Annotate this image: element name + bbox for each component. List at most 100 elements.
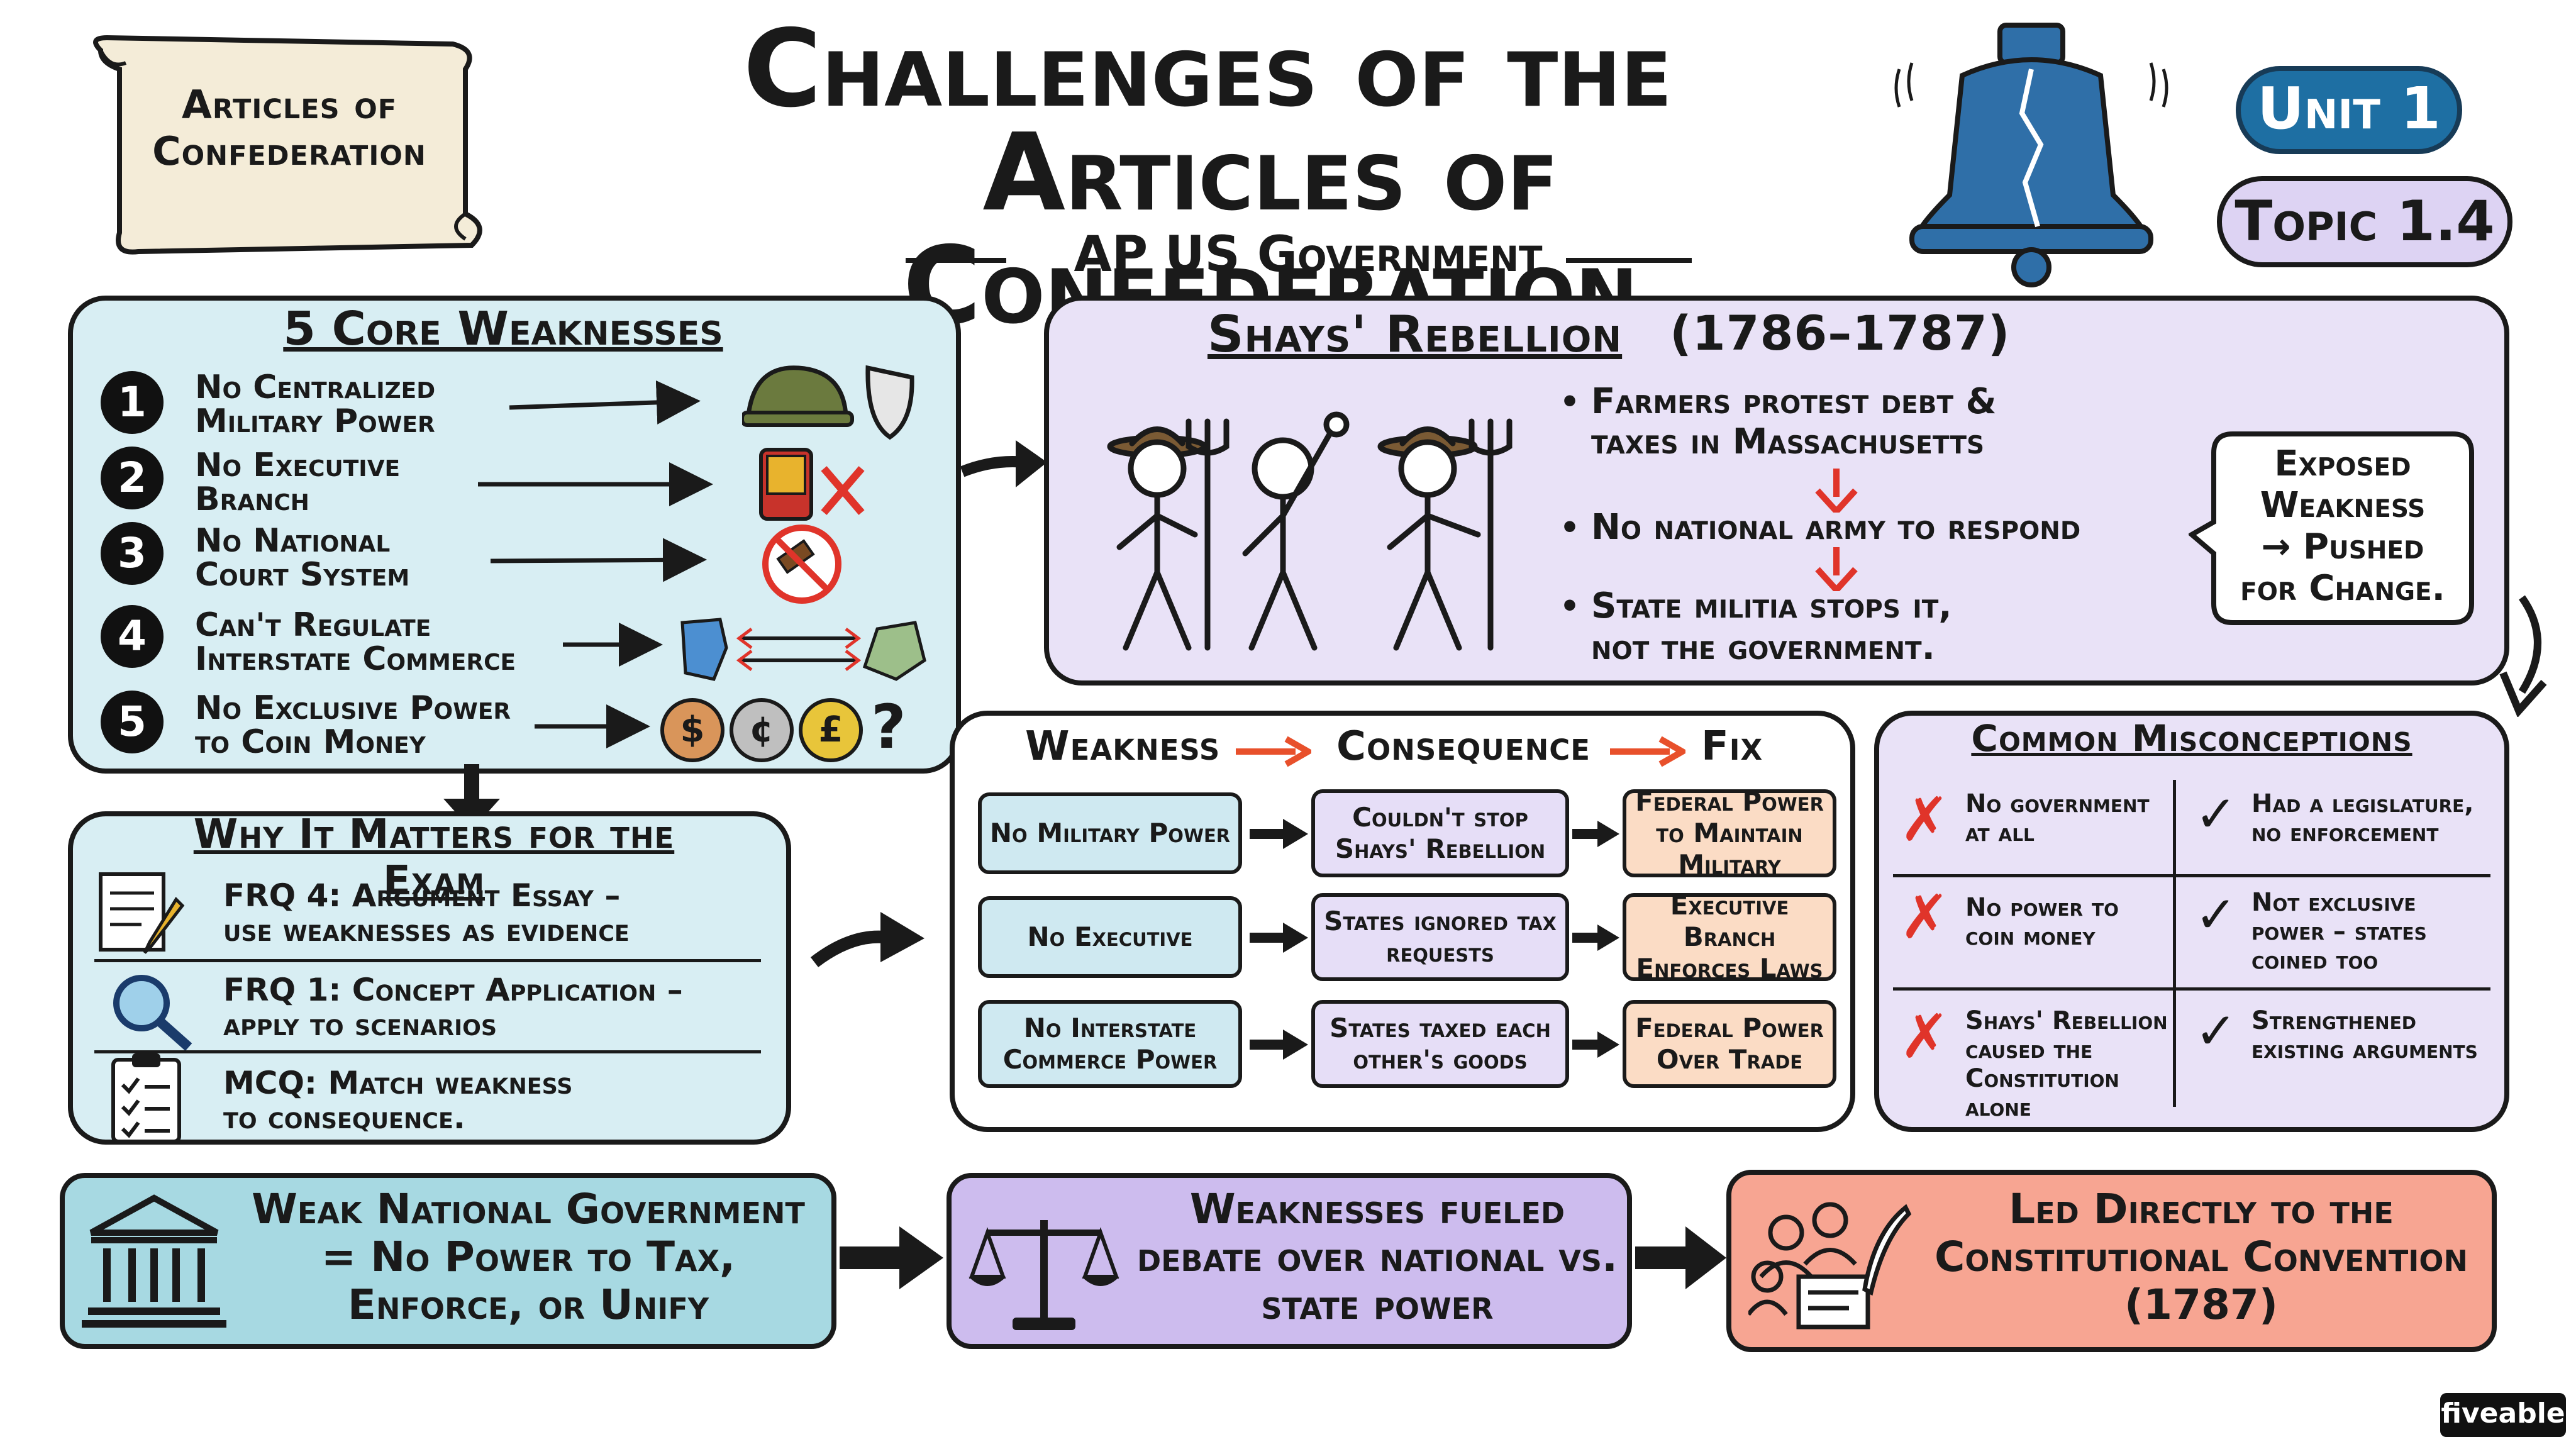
- bullet-dot: •: [1560, 509, 1580, 546]
- exam-heading: Why It Matters for the Exam: [193, 811, 675, 904]
- dollar-coin: $: [660, 698, 724, 762]
- misconception-wrong: No government at all: [1965, 789, 2150, 847]
- bubble-line-2: Weakness: [2260, 485, 2426, 526]
- divider: [94, 959, 761, 962]
- convention-delegates-icon: [1746, 1195, 1912, 1336]
- red-x-icon: ✗: [1899, 1001, 1950, 1072]
- weaknesses-heading: 5 Core Weaknesses: [283, 302, 723, 356]
- coins-icon: $ ¢ £ ?: [660, 692, 924, 762]
- gavel-prohibited-icon: [755, 523, 849, 608]
- misconception-right: Strengthened existing arguments: [2251, 1006, 2478, 1064]
- scroll-label: Articles of Confederation: [152, 82, 426, 174]
- divider: [94, 1050, 761, 1053]
- exam-panel: [68, 811, 791, 1145]
- table-cell-weakness: No Military Power: [978, 792, 1242, 874]
- brand-label: fiveable: [2441, 1397, 2565, 1430]
- bubble-line-1: Exposed: [2274, 443, 2411, 484]
- weakness-line2: to Coin Money: [195, 723, 426, 761]
- checklist-icon: [107, 1050, 189, 1147]
- arrow-to-shays: [960, 440, 1047, 487]
- shays-bullet-line1: State militia stops it,: [1591, 586, 1952, 626]
- exam-item-1-line1: FRQ 4: Argument Essay –: [223, 877, 621, 914]
- subtitle: AP US Government: [1074, 226, 1543, 283]
- magnifier-icon: [107, 969, 195, 1053]
- exam-item-3-line1: MCQ: Match weakness: [223, 1065, 573, 1101]
- weakness-arrows: [478, 380, 713, 748]
- shays-bullet-line2: taxes in Massachusetts: [1591, 421, 1985, 462]
- misconceptions-panel: [1874, 711, 2509, 1132]
- topic-badge: Topic 1.4: [2217, 176, 2512, 267]
- red-x-icon: ✗: [1899, 784, 1950, 855]
- summary-box-weak-government: [60, 1173, 836, 1349]
- weakness-line2: Branch: [195, 480, 309, 518]
- table-cell-weakness: No Interstate Commerce Power: [978, 1000, 1242, 1088]
- shays-bullet-line1: Farmers protest debt &: [1591, 381, 1997, 422]
- shays-bullet-line2: not the government.: [1591, 627, 1935, 668]
- number-badge: 3: [101, 522, 164, 585]
- subtitle-rule-right: [1566, 258, 1692, 263]
- pound-coin: £: [799, 698, 863, 762]
- number-badge: 2: [101, 447, 164, 509]
- check-icon: ✓: [2195, 1002, 2238, 1060]
- weakness-line1: No Centralized: [195, 369, 436, 406]
- number-badge: 5: [101, 691, 164, 753]
- protesting-farmers-illustration: [1088, 409, 1541, 663]
- weakness-line2: Court System: [195, 556, 410, 594]
- table-header-weakness: Weakness: [1025, 723, 1221, 770]
- bubble-line-3: → Pushed: [2261, 526, 2424, 567]
- summary-text-debate: Weaknesses fueled debate over national v…: [1136, 1185, 1618, 1329]
- table-header-consequence: Consequence: [1336, 723, 1591, 770]
- shays-bullet-line1: No national army to respond: [1591, 507, 2081, 548]
- summary-text-weak-government: Weak National Government = No Power to T…: [252, 1185, 805, 1329]
- question-mark: ?: [871, 692, 906, 762]
- throne-x-icon: [748, 443, 874, 528]
- table-row-arrows: [1250, 819, 1619, 1060]
- weakness-line2: Interstate Commerce: [195, 640, 516, 678]
- divider: [1893, 874, 2490, 877]
- arrow-to-misconceptions: [2499, 595, 2547, 717]
- table-cell-fix: Executive Branch Enforces Laws: [1623, 890, 1836, 984]
- divider: [1893, 987, 2490, 991]
- weakness-line2: Military Power: [195, 402, 435, 440]
- arrow-right-red: [1610, 736, 1685, 767]
- bullet-dot: •: [1560, 384, 1580, 420]
- summary-text-convention: Led Directly to the Constitutional Conve…: [1934, 1185, 2468, 1329]
- red-x-icon: ✗: [1899, 882, 1950, 952]
- shays-years: (1786–1787): [1670, 305, 2011, 361]
- down-arrow-2: [1815, 547, 1858, 591]
- exam-item-2-line1: FRQ 1: Concept Application –: [223, 972, 683, 1008]
- fiveable-logo: fiveable: [2440, 1393, 2566, 1437]
- number-badge: 1: [101, 371, 164, 434]
- shays-heading: Shays' Rebellion: [1208, 305, 1623, 364]
- subtitle-rule-left: [906, 258, 1006, 263]
- arrow-to-convention: [1635, 1226, 1726, 1289]
- misconception-right: Not exclusive power – states coined too: [2251, 888, 2427, 975]
- exam-item-1-line2: use weaknesses as evidence: [223, 912, 630, 948]
- liberty-bell-icon: [1887, 19, 2176, 289]
- misconception-wrong: No power to coin money: [1965, 893, 2119, 951]
- misconceptions-vertical-divider: [2173, 780, 2176, 1107]
- weakness-line1: No Executive: [195, 447, 401, 484]
- speech-bubble: Exposed Weakness → Pushed for Change.: [2189, 421, 2478, 635]
- number-badge: 4: [101, 605, 164, 668]
- arrow-to-table: [810, 912, 924, 967]
- table-cell-weakness: No Executive: [978, 896, 1242, 978]
- weakness-line1: No National: [195, 522, 391, 560]
- bubble-line-4: for Change.: [2240, 568, 2445, 609]
- table-header-fix: Fix: [1701, 723, 1763, 770]
- table-cell-consequence: Couldn't stop Shays' Rebellion: [1311, 789, 1569, 877]
- exam-item-3-line2: to consequence.: [223, 1099, 465, 1136]
- scales-icon: [969, 1208, 1119, 1336]
- scroll-badge: Articles of Confederation: [63, 25, 503, 264]
- weakness-line1: Can't Regulate: [195, 606, 431, 644]
- arrow-right-red: [1236, 736, 1311, 767]
- exam-item-2-line2: apply to scenarios: [223, 1006, 497, 1043]
- misconception-right: Had a legislature, no enforcement: [2251, 789, 2474, 847]
- table-cell-fix: Federal Power Over Trade: [1623, 1000, 1836, 1088]
- down-arrow-1: [1815, 469, 1858, 513]
- essay-icon: [94, 868, 189, 958]
- states-trade-icon: [676, 610, 928, 688]
- weakness-line1: No Exclusive Power: [195, 689, 511, 727]
- cent-coin: ¢: [730, 698, 794, 762]
- table-cell-consequence: States ignored tax requests: [1311, 893, 1569, 981]
